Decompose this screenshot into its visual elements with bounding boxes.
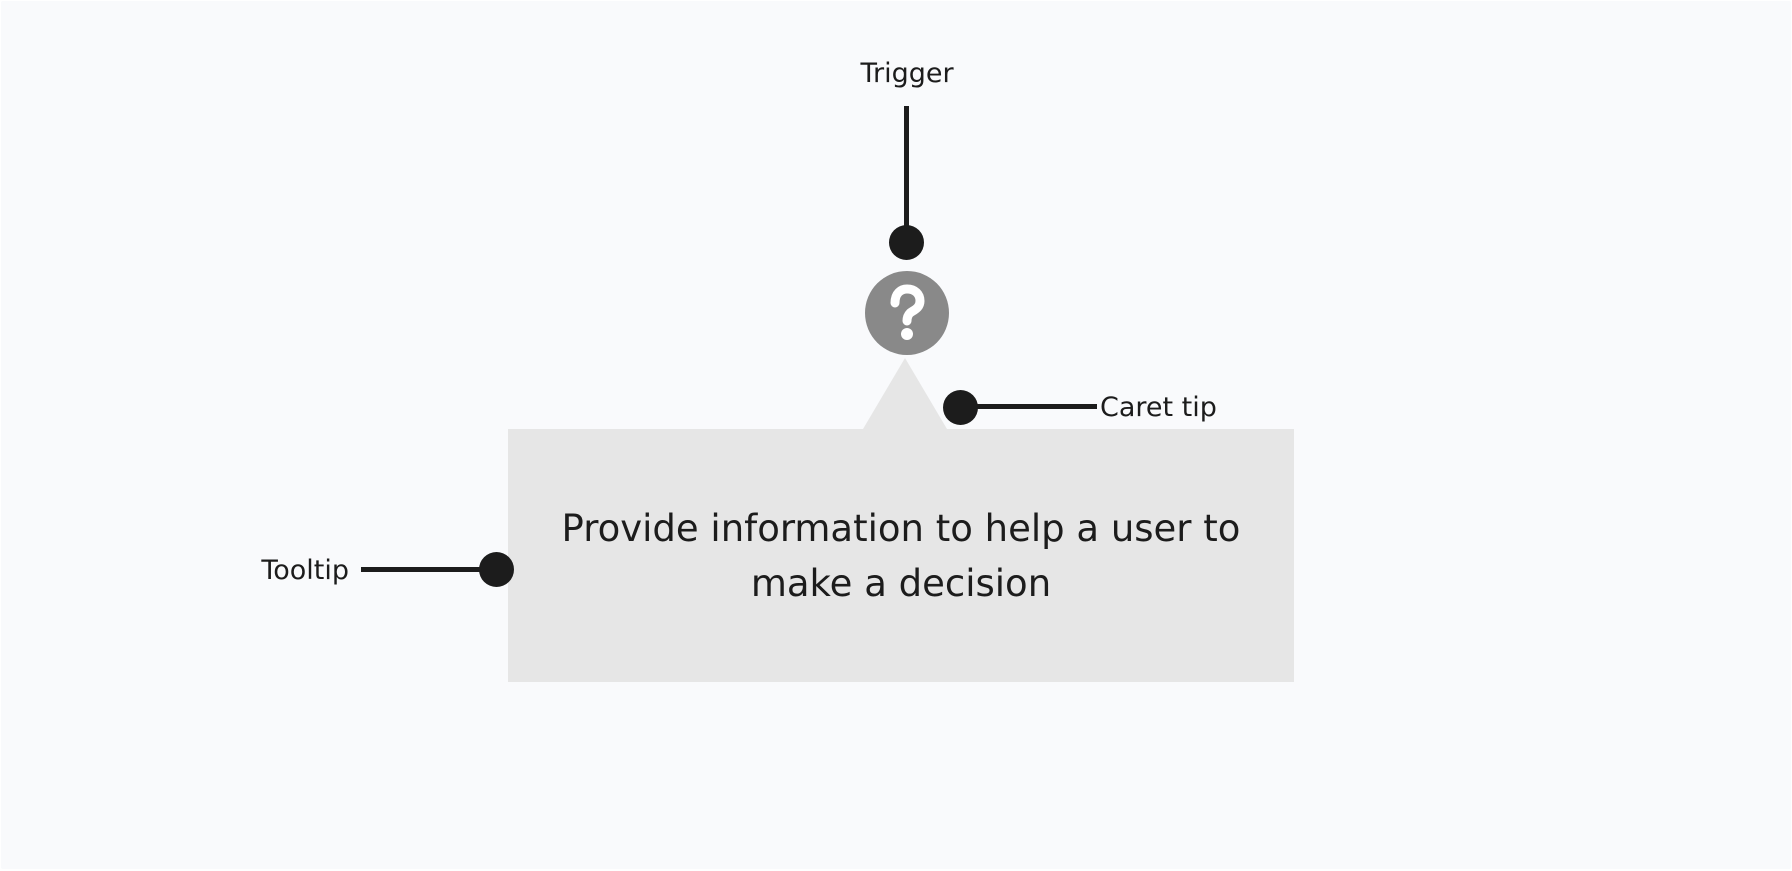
question-mark-icon[interactable]: [865, 271, 949, 355]
tooltip-marker-dot: [479, 552, 514, 587]
tooltip-text: Provide information to help a user to ma…: [561, 506, 1241, 605]
tooltip-leader-line: [361, 567, 495, 572]
question-mark-glyph: [890, 284, 925, 340]
caret-tip-label: Caret tip: [1100, 392, 1217, 423]
tooltip-caret: [863, 358, 947, 429]
tooltip-label: Tooltip: [261, 555, 349, 586]
trigger-marker-dot: [889, 225, 924, 260]
caret-tip-leader-line: [961, 404, 1097, 409]
trigger-leader-line: [904, 106, 909, 230]
trigger-label: Trigger: [860, 58, 954, 89]
caret-tip-marker-dot: [943, 390, 978, 425]
tooltip-box: Provide information to help a user to ma…: [508, 429, 1294, 682]
